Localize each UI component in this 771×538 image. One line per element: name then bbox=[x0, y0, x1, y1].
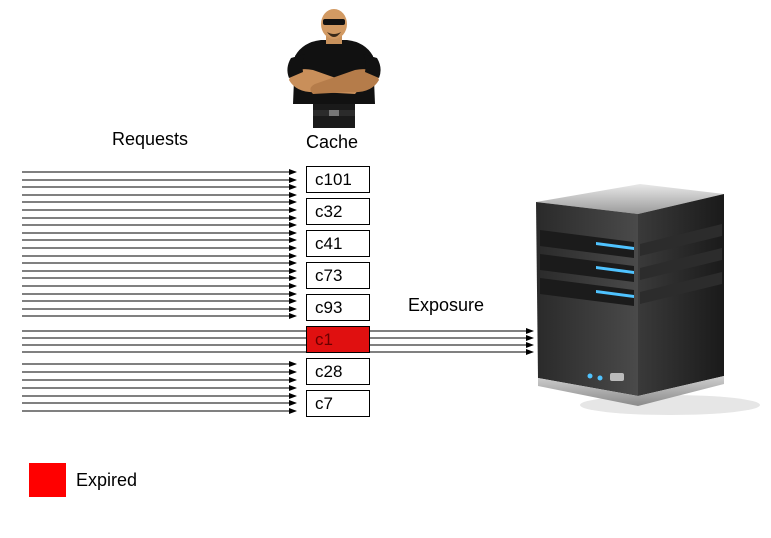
server-tower-icon bbox=[530, 180, 760, 425]
cache-entry: c7 bbox=[306, 390, 370, 417]
cache-entry: c32 bbox=[306, 198, 370, 225]
cache-entry-expired: c1 bbox=[306, 326, 370, 353]
cache-entry: c73 bbox=[306, 262, 370, 289]
requests-label: Requests bbox=[112, 129, 189, 149]
cache-entry: c93 bbox=[306, 294, 370, 321]
exposure-label: Exposure bbox=[408, 295, 485, 315]
cache-entry: c41 bbox=[306, 230, 370, 257]
cache-entry: c101 bbox=[306, 166, 370, 193]
cache-entry: c28 bbox=[306, 358, 370, 385]
legend-expired-swatch bbox=[29, 463, 66, 497]
legend-expired-label: Expired bbox=[76, 470, 138, 490]
cache-label: Cache bbox=[306, 132, 359, 152]
bouncer-guard-icon bbox=[283, 6, 385, 133]
